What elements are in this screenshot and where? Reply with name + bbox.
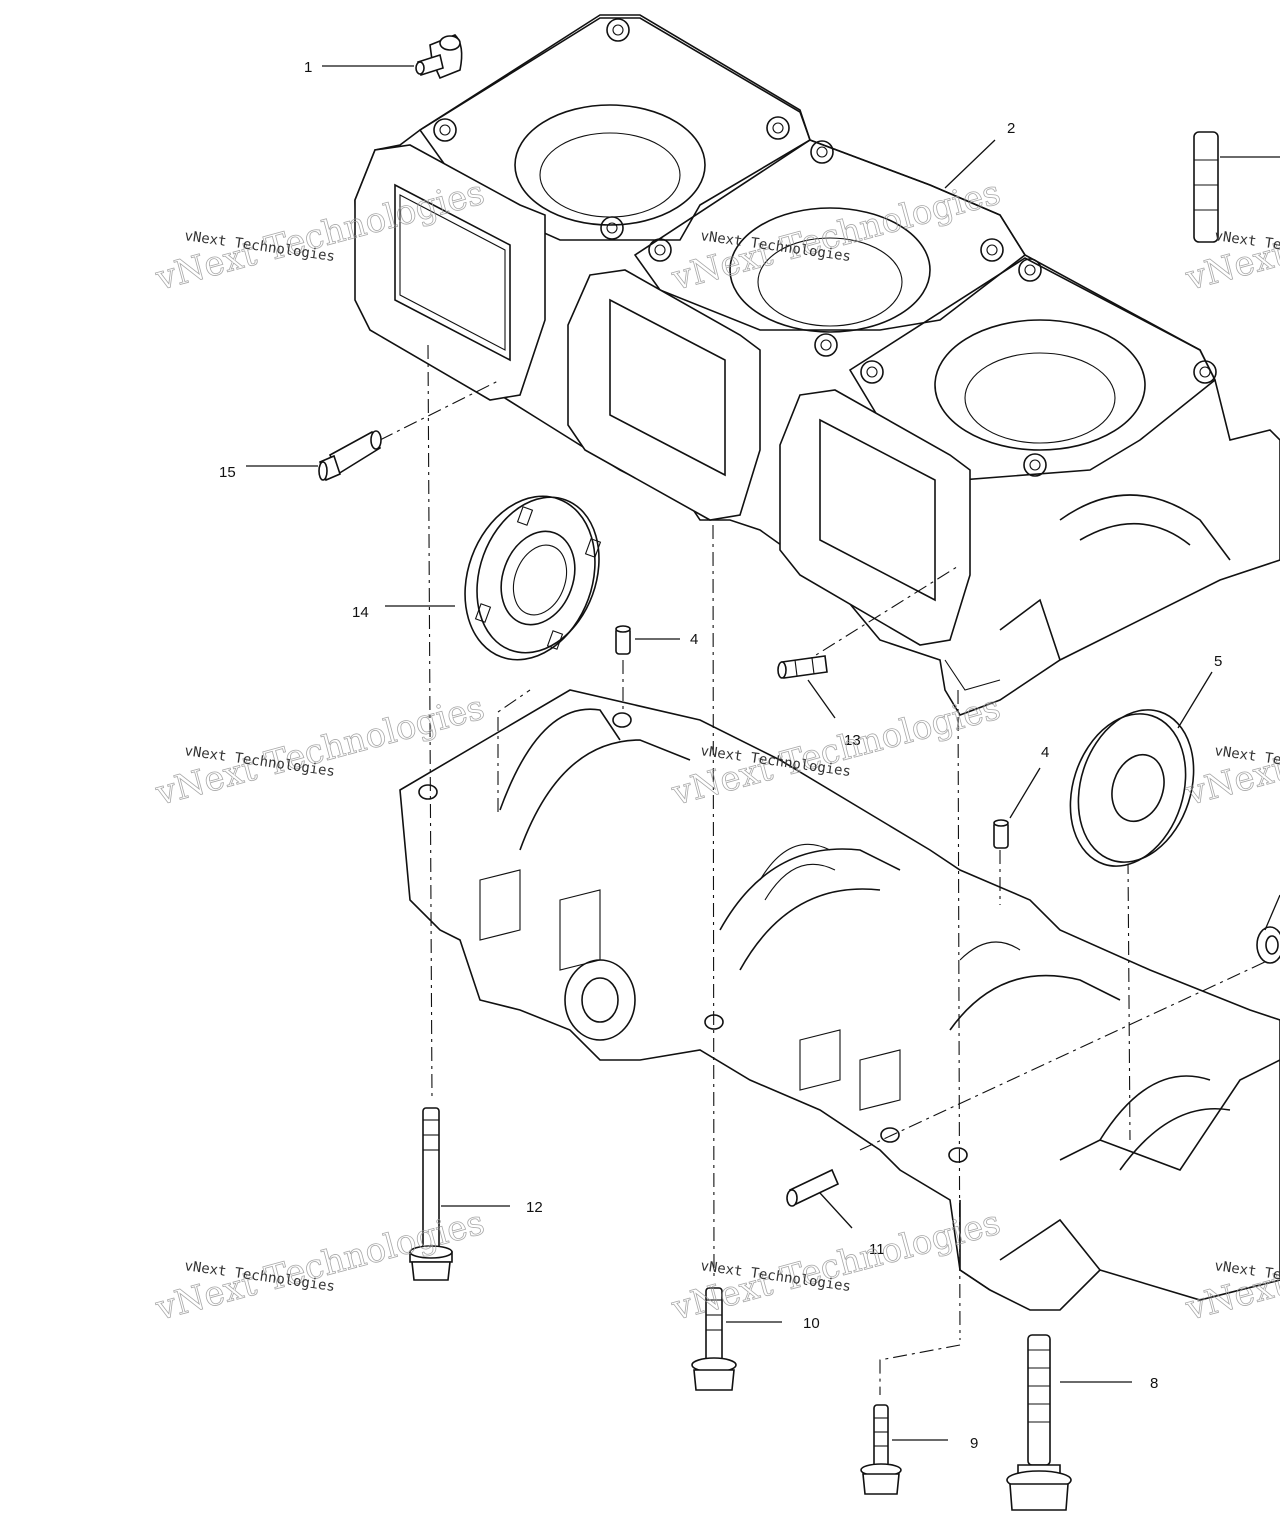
- part-5-oil-seal: [1069, 709, 1195, 867]
- alignment-centerlines: [379, 344, 1280, 1395]
- upper-crankcase: [354, 14, 1280, 716]
- washer-partial: [1256, 926, 1280, 964]
- callout-8: 8: [1150, 1375, 1158, 1392]
- part-14-seal-retainer: [464, 495, 602, 661]
- part-4-dowel-pin-upper: [615, 625, 631, 655]
- part-15-nipple-fitting: [318, 430, 382, 482]
- callout-5: 5: [1214, 653, 1222, 670]
- part-1-elbow-fitting: [415, 34, 463, 80]
- callout-4-lower: 4: [1041, 744, 1049, 761]
- part-8-bolt: [1006, 1334, 1072, 1511]
- part-4-dowel-pin-lower: [993, 819, 1009, 849]
- part-9-bolt: [860, 1404, 902, 1495]
- part-13-pin: [777, 655, 828, 679]
- stud-partial: [1193, 131, 1280, 243]
- callout-10: 10: [803, 1315, 820, 1332]
- part-12-long-bolt: [409, 1107, 453, 1281]
- callout-numbers: 1 2 4 4 5 8 9 10 11 12 13 14 15: [219, 59, 1222, 1452]
- part-11-pin: [786, 1168, 840, 1207]
- callout-9: 9: [970, 1435, 978, 1452]
- callout-14: 14: [352, 604, 369, 621]
- callout-4-upper: 4: [690, 631, 698, 648]
- callout-2: 2: [1007, 120, 1015, 137]
- leader-lines: [246, 65, 1280, 1441]
- callout-1: 1: [304, 59, 312, 76]
- part-10-bolt: [691, 1287, 737, 1391]
- callout-12: 12: [526, 1199, 543, 1216]
- lower-crankcase: [399, 689, 1280, 1311]
- callout-15: 15: [219, 464, 236, 481]
- callout-11: 11: [869, 1241, 885, 1258]
- callout-13: 13: [844, 732, 861, 749]
